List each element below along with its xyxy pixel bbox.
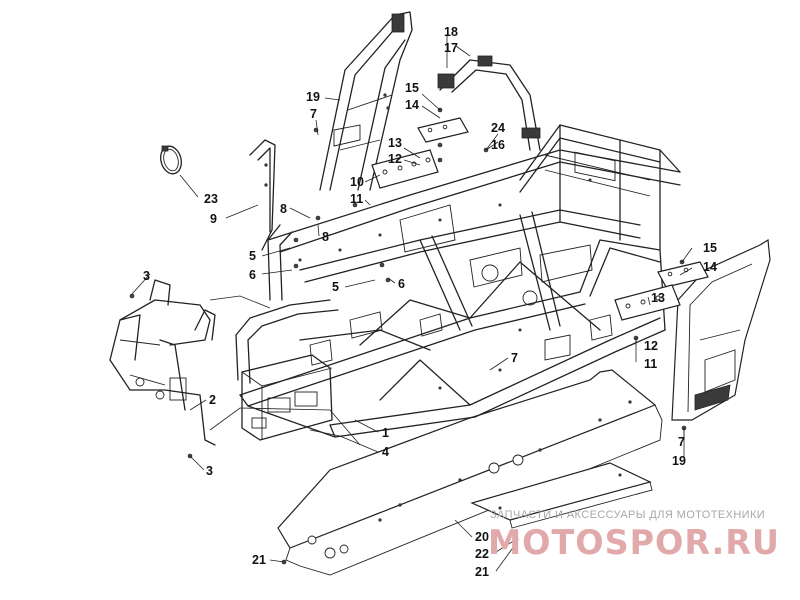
callout-21-left: 21 — [252, 553, 266, 567]
callout-12-left: 12 — [388, 152, 402, 166]
left-rops-panel — [319, 11, 413, 191]
callout-9: 9 — [210, 212, 217, 226]
callout-6-mid: 6 — [398, 277, 405, 291]
callout-16: 16 — [491, 138, 505, 152]
callout-8-right: 8 — [322, 230, 329, 244]
callout-2: 2 — [209, 393, 216, 407]
watermark-caption: ЗАПЧАСТИ И АКСЕССУАРЫ ДЛЯ МОТОТЕХНИКИ — [490, 509, 765, 521]
callout-15-left: 15 — [405, 81, 419, 95]
leader-lines — [131, 36, 693, 572]
callout-12-right: 12 — [644, 339, 658, 353]
callout-6-left: 6 — [249, 268, 256, 282]
callout-8-left: 8 — [280, 202, 287, 216]
callout-13-left: 13 — [388, 136, 402, 150]
callout-5-mid: 5 — [332, 280, 339, 294]
hose-clamp — [160, 145, 182, 175]
callout-3-lower: 3 — [206, 464, 213, 478]
callout-18: 18 — [444, 25, 458, 39]
left-seat-brackets — [371, 117, 469, 189]
callout-1: 1 — [382, 426, 389, 440]
callout-11-left: 11 — [350, 192, 363, 206]
callout-7-right: 7 — [678, 435, 685, 449]
callout-19-left: 19 — [306, 90, 320, 104]
callout-13-right: 13 — [651, 291, 665, 305]
callout-19-right: 19 — [672, 454, 686, 468]
main-frame — [235, 124, 681, 441]
right-side-panel — [671, 238, 771, 421]
callout-11-right: 11 — [644, 357, 657, 371]
callout-22: 22 — [475, 547, 489, 561]
callout-7-upper: 7 — [310, 107, 317, 121]
callout-21-right: 21 — [475, 565, 489, 579]
rear-hoop — [437, 55, 541, 151]
skid-plate — [277, 369, 663, 576]
callout-7-mid: 7 — [511, 351, 518, 365]
watermark-logo: MOTOSPOR.RU — [488, 523, 780, 563]
callout-15-right: 15 — [703, 241, 717, 255]
callout-20: 20 — [475, 530, 489, 544]
callout-4: 4 — [382, 445, 389, 459]
small-skid-plate — [470, 462, 653, 529]
callout-5-left: 5 — [249, 249, 256, 263]
callout-23: 23 — [204, 192, 218, 206]
callout-14-right: 14 — [703, 260, 717, 274]
front-upright — [249, 139, 276, 251]
watermark: ЗАПЧАСТИ И АКСЕССУАРЫ ДЛЯ МОТОТЕХНИКИ MO… — [488, 509, 780, 563]
callout-14-left: 14 — [405, 98, 419, 112]
callout-3-upper: 3 — [143, 269, 150, 283]
callout-17: 17 — [444, 41, 458, 55]
front-bracket — [109, 279, 216, 446]
callout-labels: 18 17 19 7 15 14 24 16 13 12 10 11 23 9 … — [143, 25, 717, 579]
callout-10: 10 — [350, 175, 364, 189]
callout-24: 24 — [491, 121, 505, 135]
